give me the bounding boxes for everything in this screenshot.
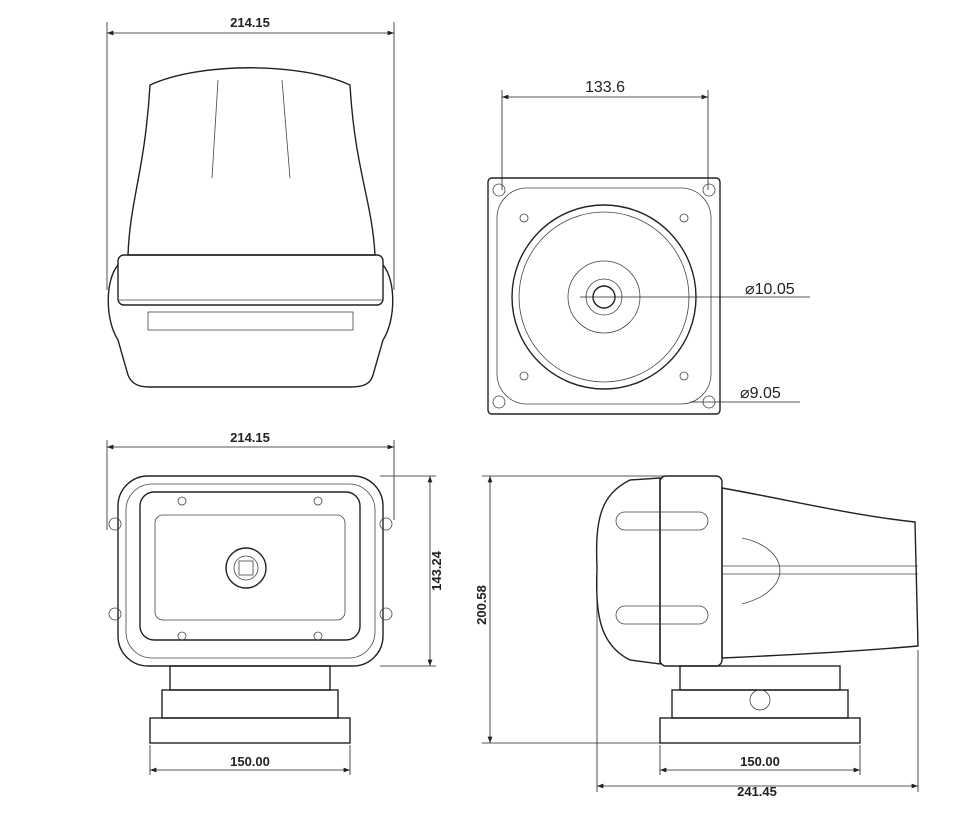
side-view: 200.58 150.00 241.45 [474, 475, 919, 799]
base-plate-view: 133.6 ⌀10.05 ⌀9.05 [487, 79, 810, 415]
lamp-height-label: 143.24 [429, 550, 444, 591]
front-view: 214.15 143.24 150.00 [106, 430, 444, 775]
front-width-label: 214.15 [230, 430, 270, 445]
bolt-spacing-label: 133.6 [585, 79, 625, 96]
rear-view: 214.15 [106, 15, 395, 388]
center-hole-label: ⌀10.05 [745, 281, 795, 298]
bolt-hole-label: ⌀9.05 [740, 385, 781, 402]
total-length-label: 241.45 [737, 784, 777, 799]
width-label: 214.15 [230, 15, 270, 30]
side-base-width-label: 150.00 [740, 754, 780, 769]
front-base-width-label: 150.00 [230, 754, 270, 769]
total-height-label: 200.58 [474, 585, 489, 625]
